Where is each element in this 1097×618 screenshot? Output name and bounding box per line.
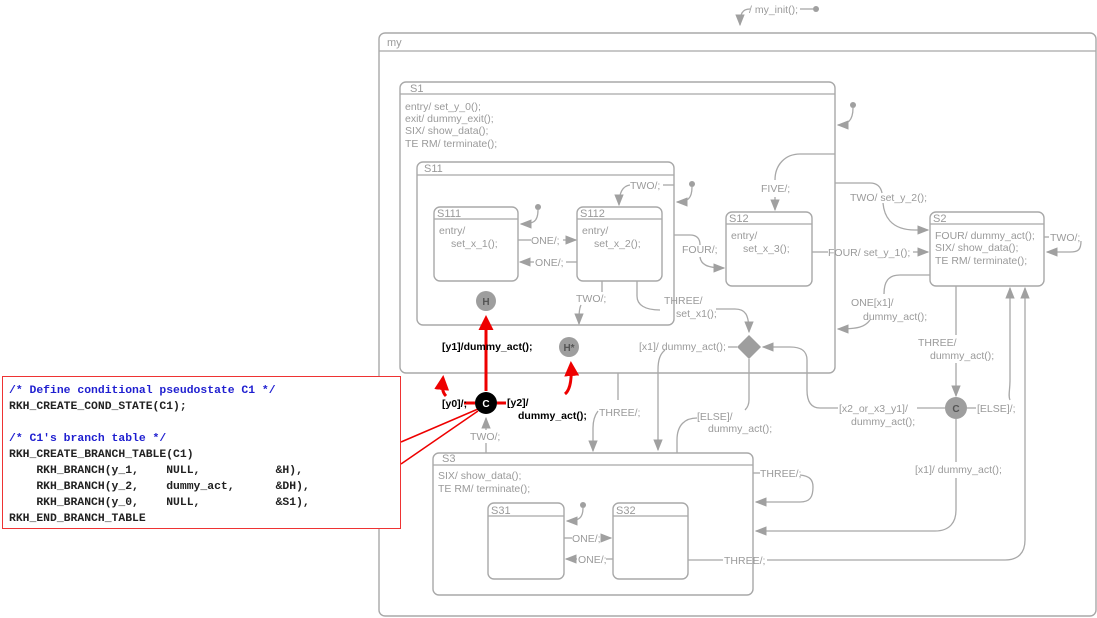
transition-label: ONE/; bbox=[531, 235, 560, 247]
code-comment: /* Define conditional pseudostate C1 */ bbox=[9, 385, 276, 397]
transition-label: THREE/; bbox=[760, 468, 801, 480]
code-snippet: /* Define conditional pseudostate C1 */ … bbox=[9, 383, 400, 527]
state-S31-name: S31 bbox=[491, 505, 511, 517]
S3-action: SIX/ show_data(); bbox=[438, 470, 521, 482]
initial-dot bbox=[813, 6, 819, 12]
transition-label: [x1]/ dummy_act(); bbox=[639, 341, 726, 353]
transition-label: ONE[x1]/ bbox=[851, 297, 894, 309]
state-S1-name: S1 bbox=[410, 83, 423, 95]
transition-label: [x2_or_x3_y1]/ bbox=[839, 403, 908, 415]
transition-label: TWO/ set_y_2(); bbox=[850, 192, 927, 204]
choice-C2[interactable]: C bbox=[945, 397, 967, 419]
S111-action: entry/ bbox=[439, 225, 465, 237]
top-initial-transition: / my_init(); bbox=[735, 4, 819, 27]
state-my-name: my bbox=[387, 37, 402, 49]
S112-action: entry/ bbox=[582, 225, 608, 237]
transition-label: TWO/; bbox=[470, 431, 500, 443]
branch-label-y2-action: dummy_act(); bbox=[518, 410, 587, 422]
transition-label: dummy_act(); bbox=[708, 423, 772, 435]
transition-label: THREE/ bbox=[918, 337, 957, 349]
state-S2[interactable]: S2 FOUR/ dummy_act(); SIX/ show_data(); … bbox=[929, 211, 1045, 287]
code-snippet-box: /* Define conditional pseudostate C1 */ … bbox=[2, 376, 401, 529]
state-S11[interactable]: S11 bbox=[416, 161, 675, 326]
state-S111[interactable]: S111 entry/ set_x_1(); bbox=[433, 206, 519, 282]
H-star-label: H* bbox=[563, 343, 574, 354]
S1-action: TE RM/ terminate(); bbox=[405, 138, 497, 150]
state-S112-name: S112 bbox=[580, 208, 605, 220]
code-line: RKH_CREATE_BRANCH_TABLE(C1) bbox=[9, 449, 194, 461]
S111-initial-dot bbox=[535, 204, 541, 210]
transition-label: FIVE/; bbox=[761, 183, 790, 195]
transition-label: THREE/; bbox=[599, 407, 640, 419]
state-S32[interactable]: S32 bbox=[612, 502, 689, 580]
S2-action: SIX/ show_data(); bbox=[935, 242, 1018, 254]
branch-label-y1: [y1]/dummy_act(); bbox=[442, 341, 532, 353]
transition-label: TWO/; bbox=[1050, 232, 1080, 244]
S3-action: TE RM/ terminate(); bbox=[438, 483, 530, 495]
deep-history-H-star[interactable]: H* bbox=[559, 337, 579, 357]
transition-label: FOUR/; bbox=[682, 244, 718, 256]
transition-label: THREE/ bbox=[664, 295, 703, 307]
code-line: RKH_CREATE_COND_STATE(C1); bbox=[9, 401, 187, 413]
code-line: RKH_BRANCH(y_2, dummy_act, &DH), bbox=[9, 481, 310, 493]
transition-label: ONE/; bbox=[578, 554, 607, 566]
transition-label: FOUR/ set_y_1(); bbox=[828, 247, 910, 259]
S2-action: TE RM/ terminate(); bbox=[935, 255, 1027, 267]
transition-label: ONE/; bbox=[572, 533, 601, 545]
state-S11-name: S11 bbox=[424, 163, 443, 175]
junction-diamond[interactable] bbox=[737, 335, 761, 359]
S1-initial-dot bbox=[850, 102, 856, 108]
transition-label: [ELSE]/ bbox=[697, 411, 733, 423]
state-S3-name: S3 bbox=[442, 453, 455, 465]
transition-label: dummy_act(); bbox=[851, 416, 915, 428]
S11-initial-dot bbox=[689, 181, 695, 187]
S112-action: set_x_2(); bbox=[594, 238, 641, 250]
code-comment: /* C1's branch table */ bbox=[9, 433, 167, 445]
code-line: RKH_BRANCH(y_1, NULL, &H), bbox=[9, 465, 303, 477]
code-line: RKH_BRANCH(y_0, NULL, &S1), bbox=[9, 497, 310, 509]
transition-label: [ELSE]/; bbox=[977, 403, 1016, 415]
shallow-history-H[interactable]: H bbox=[476, 291, 496, 311]
state-S112[interactable]: S112 entry/ set_x_2(); bbox=[576, 206, 663, 282]
initial-label: / my_init(); bbox=[749, 4, 798, 16]
transition-label: [x1]/ dummy_act(); bbox=[915, 464, 1002, 476]
transition-label: TWO/; bbox=[576, 293, 606, 305]
transition-label: set_x1(); bbox=[676, 308, 717, 320]
state-S31[interactable]: S31 bbox=[487, 502, 565, 580]
code-line: RKH_END_BRANCH_TABLE bbox=[9, 513, 146, 525]
choice-C1[interactable]: C bbox=[475, 392, 497, 414]
S31-initial-dot bbox=[580, 502, 586, 508]
transition-label: dummy_act(); bbox=[863, 311, 927, 323]
S1-action: SIX/ show_data(); bbox=[405, 125, 488, 137]
S1-action: exit/ dummy_exit(); bbox=[405, 113, 494, 125]
S12-action: set_x_3(); bbox=[743, 243, 790, 255]
S111-action: set_x_1(); bbox=[451, 238, 498, 250]
S2-action: FOUR/ dummy_act(); bbox=[935, 230, 1035, 242]
C1-label: C bbox=[482, 399, 489, 410]
S1-action: entry/ set_y_0(); bbox=[405, 101, 481, 113]
transition-label: THREE/; bbox=[724, 555, 765, 567]
state-S3[interactable]: S3 SIX/ show_data(); TE RM/ terminate(); bbox=[432, 452, 754, 596]
state-S2-name: S2 bbox=[933, 213, 946, 225]
S12-action: entry/ bbox=[731, 230, 757, 242]
transition-label: TWO/; bbox=[630, 180, 660, 192]
transition-label: ONE/; bbox=[535, 257, 564, 269]
C1-branches bbox=[400, 315, 580, 465]
branch-label-y2: [y2]/ bbox=[507, 397, 529, 409]
state-S111-name: S111 bbox=[437, 208, 461, 220]
branch-label-y0: [y0]/; bbox=[442, 398, 467, 410]
state-S32-name: S32 bbox=[616, 505, 636, 517]
H-label: H bbox=[482, 297, 489, 308]
state-S12-name: S12 bbox=[729, 213, 749, 225]
transition-label: dummy_act(); bbox=[930, 350, 994, 362]
C2-label: C bbox=[952, 404, 959, 415]
state-S12[interactable]: S12 entry/ set_x_3(); bbox=[725, 211, 813, 287]
